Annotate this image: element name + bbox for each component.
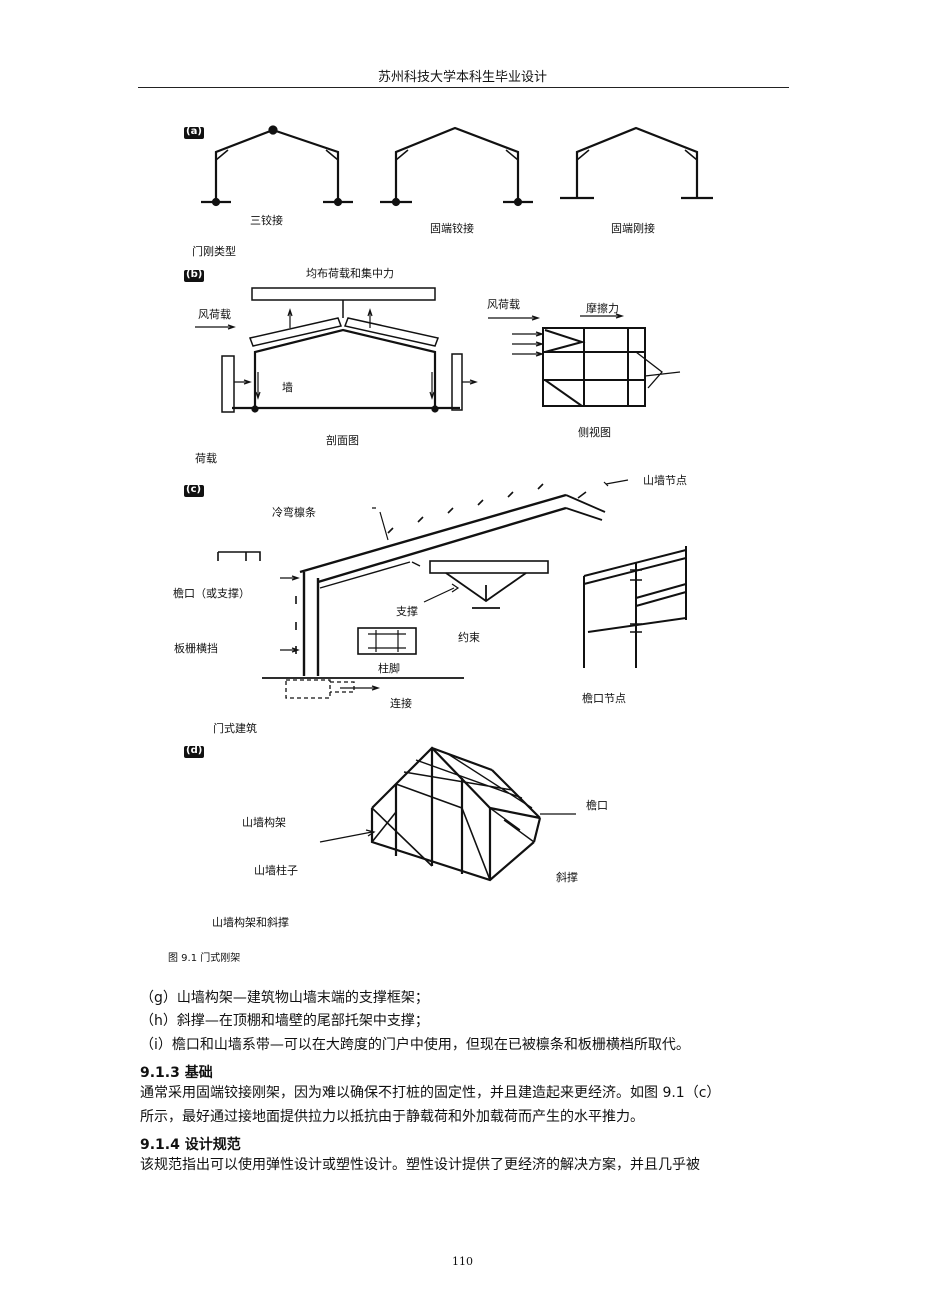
panel-b-tag: (b) xyxy=(186,269,203,280)
fixed-rigid-frame xyxy=(560,126,713,200)
figure-caption: 图 9.1 门式刚架 xyxy=(168,953,241,964)
label-brace: 支撑 xyxy=(396,605,418,618)
label-friction: 摩擦力 xyxy=(586,302,619,315)
gable-bracing-drawing xyxy=(319,746,576,882)
panel-b-caption: 荷载 xyxy=(195,452,217,465)
panel-a-tag: (a) xyxy=(186,126,202,137)
label-girt: 板栅横挡 xyxy=(174,642,218,655)
label-wind-left: 风荷载 xyxy=(198,308,231,321)
fixed-hinged-frame xyxy=(380,126,533,204)
label-three-hinged: 三铰接 xyxy=(250,214,283,227)
heading-9-1-4: 9.1.4 设计规范 xyxy=(140,1137,241,1153)
label-side-view: 侧视图 xyxy=(578,426,611,439)
label-fixed-hinged: 固端铰接 xyxy=(430,222,474,235)
label-eave-node: 檐口节点 xyxy=(582,692,626,705)
panel-a-caption: 门刚类型 xyxy=(192,245,236,258)
portal-building-drawing xyxy=(217,479,629,699)
paragraph-9-1-3-line-1: 通常采用固端铰接刚架，因为难以确保不打桩的固定性，并且建造起来更经济。如图 9.… xyxy=(140,1085,721,1101)
paragraph-9-1-3-line-2: 所示，最好通过接地面提供拉力以抵抗由于静载荷和外加载荷而产生的水平推力。 xyxy=(140,1109,644,1125)
heading-9-1-3: 9.1.3 基础 xyxy=(140,1065,213,1081)
label-section: 剖面图 xyxy=(326,434,359,447)
label-purlin: 冷弯檩条 xyxy=(272,506,316,519)
panel-d-tag: (d) xyxy=(186,745,203,756)
panel-c-caption: 门式建筑 xyxy=(213,722,257,735)
label-eave: 檐口 xyxy=(586,799,608,812)
panel-c-tag: (c) xyxy=(186,484,202,495)
label-gable-column: 山墙柱子 xyxy=(254,864,298,877)
label-gable-node: 山墙节点 xyxy=(643,474,687,487)
label-eave-brace: 檐口（或支撑） xyxy=(173,587,250,600)
label-wind-right: 风荷载 xyxy=(487,298,520,311)
page-header: 苏州科技大学本科生毕业设计 xyxy=(377,70,547,85)
label-connection: 连接 xyxy=(390,697,412,710)
item-h: （h）斜撑—在顶棚和墙壁的尾部托架中支撑； xyxy=(140,1013,429,1029)
three-hinged-frame xyxy=(201,128,353,204)
label-diagonal-brace: 斜撑 xyxy=(556,871,578,884)
label-gable-frame: 山墙构架 xyxy=(242,816,286,829)
label-column-base: 柱脚 xyxy=(378,662,400,675)
eave-node-drawing xyxy=(583,546,687,668)
label-fixed-rigid: 固端刚接 xyxy=(611,222,655,235)
load-section-view xyxy=(195,287,478,413)
paragraph-9-1-4-line-1: 该规范指出可以使用弹性设计或塑性设计。塑性设计提供了更经济的解决方案，并且几乎被 xyxy=(140,1157,700,1173)
page-number: 110 xyxy=(452,1255,473,1268)
label-restraint: 约束 xyxy=(458,631,480,644)
label-top-load: 均布荷载和集中力 xyxy=(306,267,394,280)
item-g: （g）山墙构架—建筑物山墙末端的支撑框架； xyxy=(140,990,429,1006)
item-i: （i）檐口和山墙系带—可以在大跨度的门户中使用，但现在已被檩条和板栅横档所取代。 xyxy=(140,1037,690,1053)
label-wall: 墙 xyxy=(282,381,293,394)
panel-d-caption: 山墙构架和斜撑 xyxy=(212,916,289,929)
header-rule xyxy=(138,87,789,88)
load-side-view xyxy=(488,313,681,407)
